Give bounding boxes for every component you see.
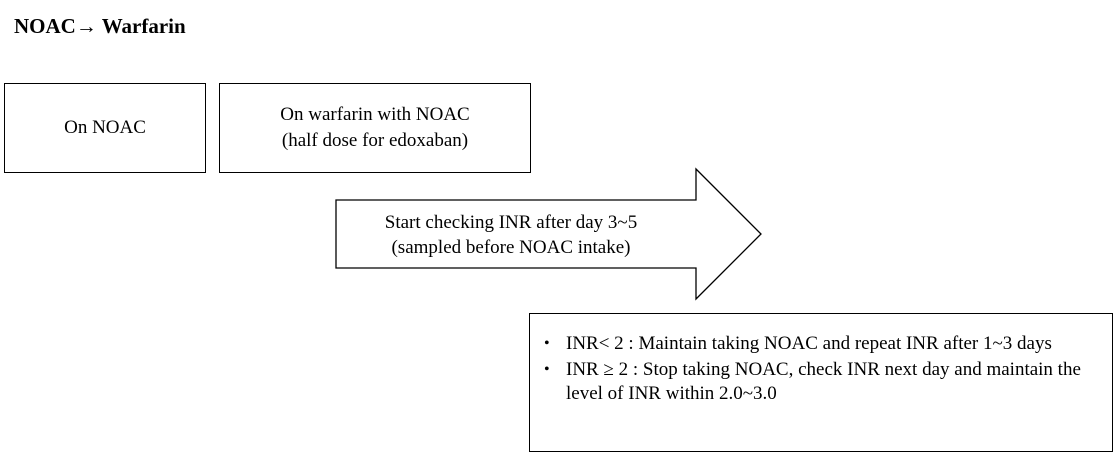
on-noac-box: On NOAC	[4, 83, 206, 173]
arrow-text: Start checking INR after day 3~5 (sample…	[336, 210, 686, 260]
edoxaban-note: (half dose for edoxaban)	[281, 130, 469, 151]
criteria-list: • INR< 2 : Maintain taking NOAC and repe…	[544, 332, 1092, 406]
diagram-title: NOAC→ Warfarin	[14, 14, 186, 38]
bullet-icon: •	[544, 361, 550, 378]
inr-criteria-box: • INR< 2 : Maintain taking NOAC and repe…	[529, 313, 1113, 452]
arrow-line-1: Start checking INR after day 3~5	[384, 212, 638, 233]
criteria-text-inr-at-least-2: INR ≥ 2 : Stop taking NOAC, check INR ne…	[566, 359, 1081, 404]
arrow-line-2: (sampled before NOAC intake)	[391, 237, 631, 258]
criteria-item-inr-below-2: • INR< 2 : Maintain taking NOAC and repe…	[544, 332, 1092, 356]
on-warfarin-box: On warfarin with NOAC (half dose for edo…	[219, 83, 531, 173]
bullet-icon: •	[544, 335, 550, 352]
criteria-item-inr-at-least-2: • INR ≥ 2 : Stop taking NOAC, check INR …	[544, 358, 1092, 406]
criteria-text-inr-below-2: INR< 2 : Maintain taking NOAC and repeat…	[566, 333, 1052, 354]
on-warfarin-label: On warfarin with NOAC	[280, 104, 470, 125]
on-noac-label: On NOAC	[64, 117, 146, 138]
